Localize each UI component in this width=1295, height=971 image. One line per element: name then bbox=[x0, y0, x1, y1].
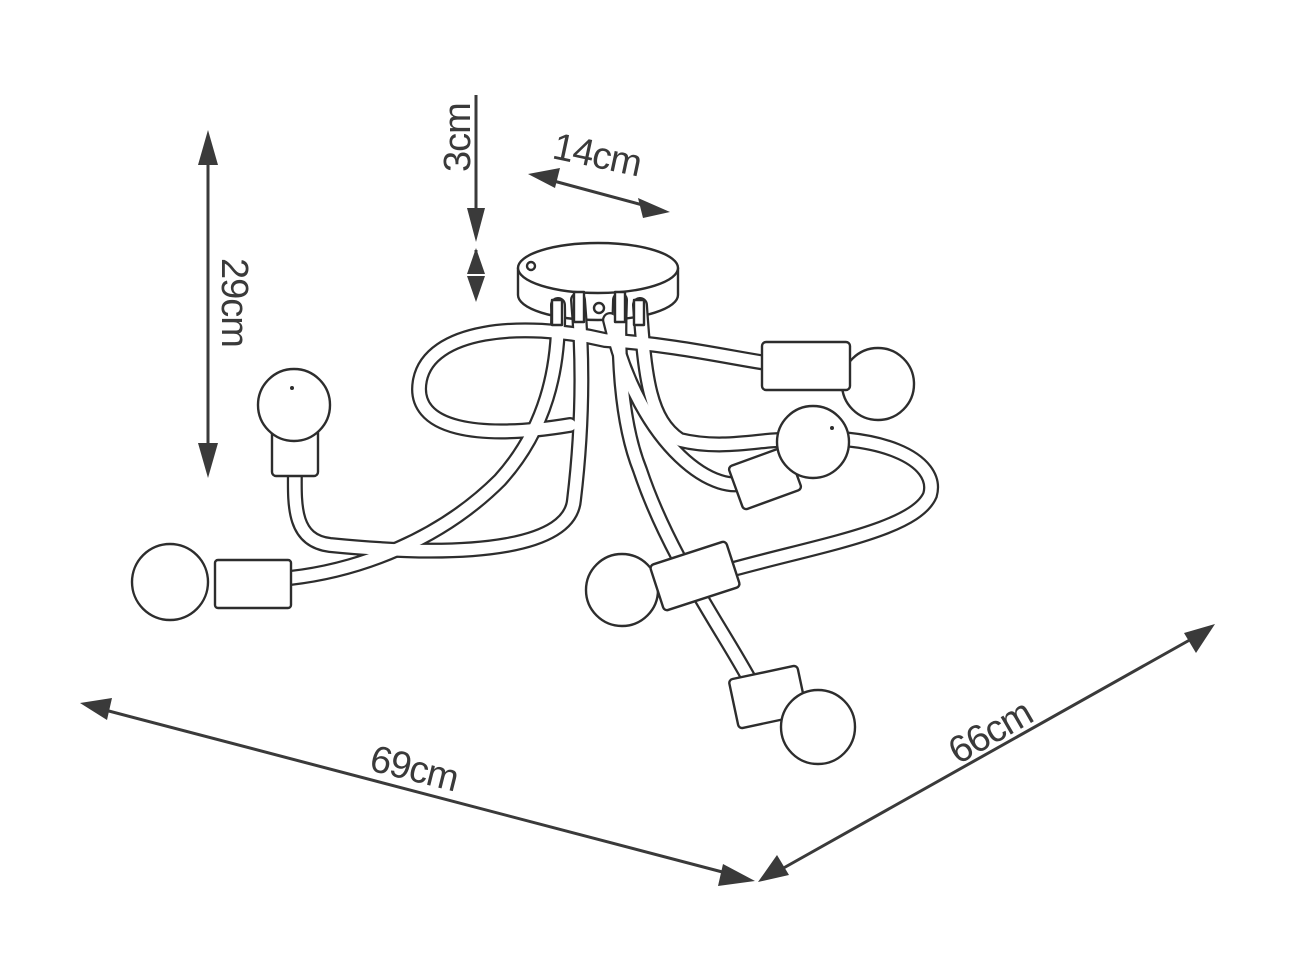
label-canopy-diameter: 14cm bbox=[549, 126, 645, 186]
label-canopy-height: 3cm bbox=[437, 103, 479, 172]
lamp-right-middle bbox=[727, 404, 851, 511]
lamp-front-middle bbox=[649, 540, 741, 612]
lamp-left-top bbox=[256, 367, 332, 478]
canopy bbox=[516, 241, 680, 322]
lamp-right-top bbox=[760, 340, 852, 392]
dimension-width: 69cm bbox=[80, 698, 755, 886]
lamp-front-bottom bbox=[728, 664, 857, 766]
canopy-rods bbox=[550, 290, 646, 327]
label-height-total: 29cm bbox=[213, 258, 255, 347]
dimension-height-total: 29cm bbox=[198, 130, 255, 478]
dimension-canopy-height: 3cm bbox=[437, 95, 485, 302]
bulb-back-right bbox=[840, 346, 916, 422]
bulb-front-middle bbox=[584, 552, 660, 628]
dimension-canopy-diameter: 14cm bbox=[528, 126, 670, 218]
label-depth: 66cm bbox=[942, 692, 1040, 773]
lamp-drawing bbox=[130, 241, 940, 766]
lamp-left-bottom bbox=[130, 542, 293, 622]
